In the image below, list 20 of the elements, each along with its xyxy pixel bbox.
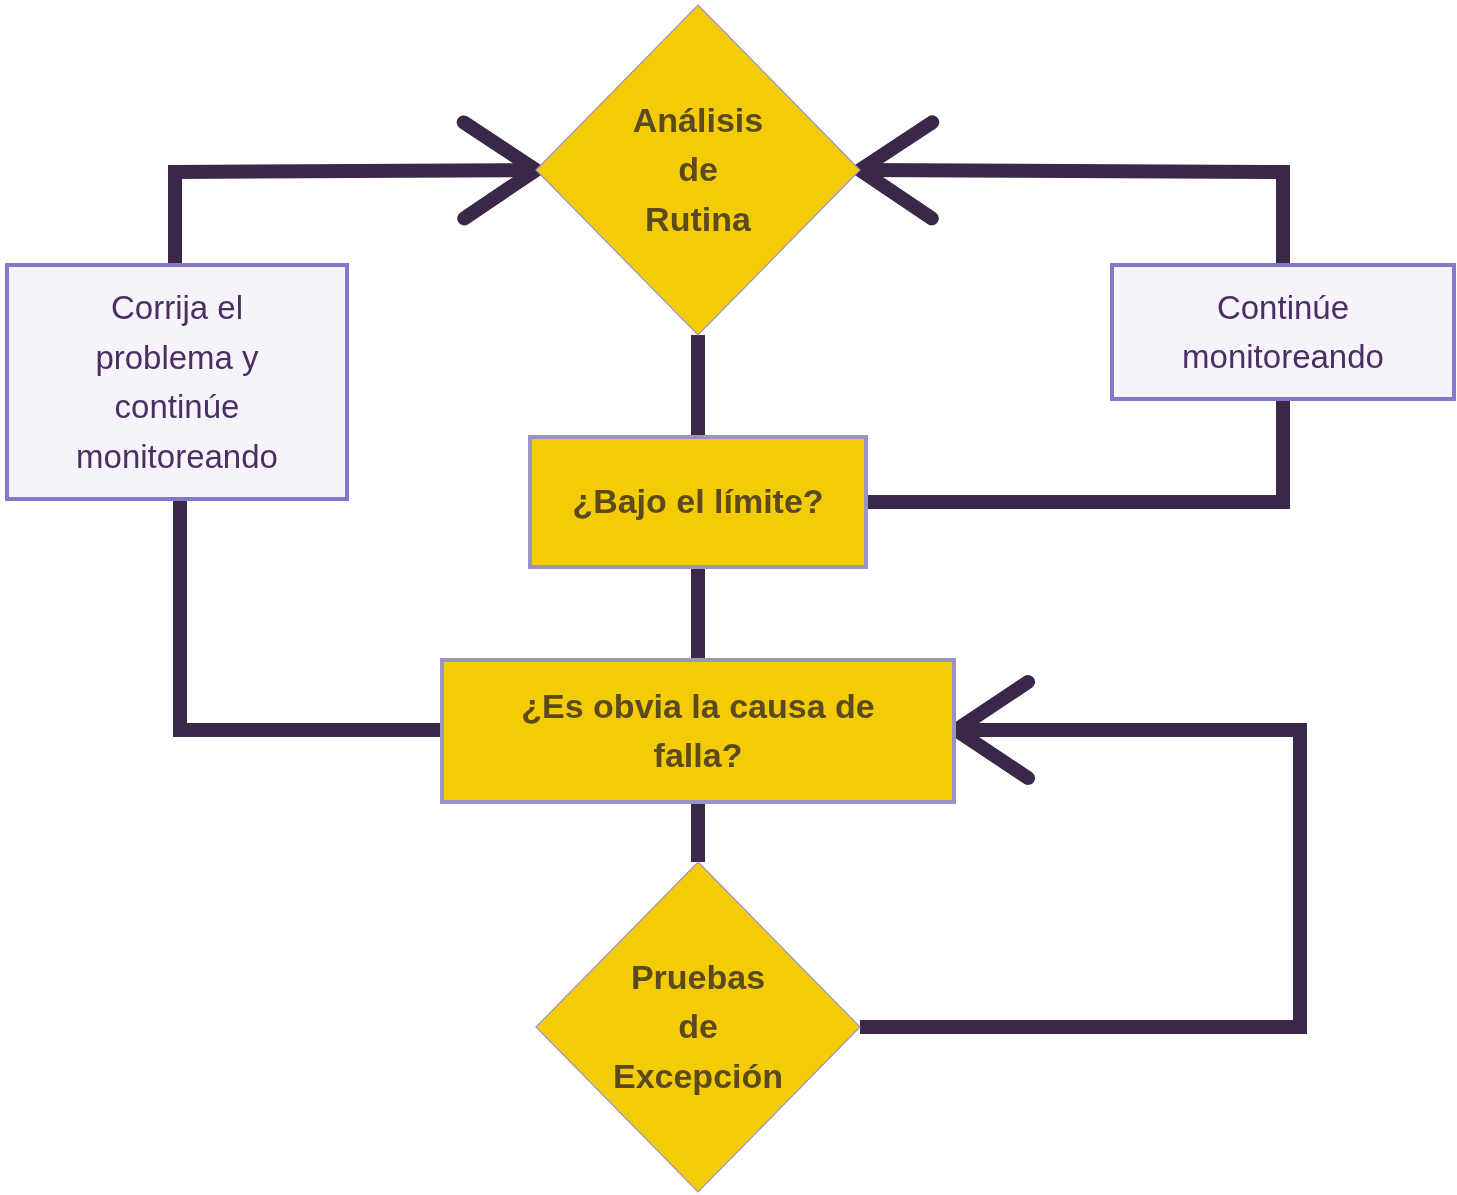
node-label: Continúe monitoreando: [1181, 287, 1385, 377]
arrow: [168, 115, 543, 263]
arrow: [860, 675, 1307, 1034]
connector-line: [691, 804, 705, 862]
node-label: ¿Bajo el límite?: [572, 481, 824, 523]
connector-line: [173, 501, 440, 737]
action-box: [5, 263, 349, 501]
decision-diamond: [536, 5, 860, 335]
action-box: [1110, 263, 1456, 401]
node-label: Pruebas de Excepción: [612, 957, 784, 1097]
decision-diamond: [536, 862, 860, 1192]
node-label: ¿Es obvia la causa de falla?: [520, 685, 876, 776]
connector-line: [691, 569, 705, 658]
node-label: Análisis de Rutina: [631, 100, 765, 240]
connector-line: [691, 335, 705, 435]
node-label: Corrija el problema y continúe monitoreando: [75, 288, 279, 477]
connector-line: [868, 401, 1290, 509]
question-box: [440, 658, 956, 804]
arrow: [853, 115, 1290, 263]
question-box: [528, 435, 868, 569]
